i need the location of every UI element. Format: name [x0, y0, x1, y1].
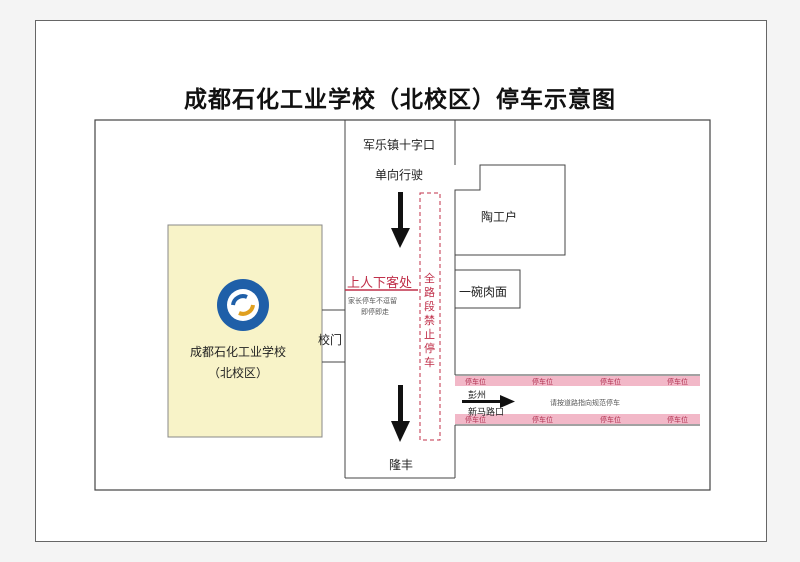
arrow-down-icon — [391, 385, 410, 442]
no-parking-zone — [419, 192, 441, 441]
east-road-label: 彭州 — [468, 391, 487, 401]
school-campus: （北校区） — [208, 366, 269, 380]
dropoff-label: 上人下客处 — [347, 276, 413, 291]
building-label: 陶工户 — [481, 210, 518, 224]
gate-label: 校门 — [318, 333, 343, 347]
school-building — [167, 224, 323, 438]
south-road-label: 隆丰 — [389, 458, 414, 472]
parking-space-label: 停车位 — [532, 378, 553, 386]
parking-space-label: 停车位 — [667, 416, 688, 424]
map-frame — [94, 119, 711, 491]
dropoff-note: 家长停车不逗留 — [348, 297, 397, 305]
parking-space-label: 停车位 — [465, 378, 486, 386]
parking-space-label: 停车位 — [600, 416, 621, 424]
school-logo-icon — [217, 279, 269, 331]
shop-box — [454, 269, 521, 309]
page-title: 成都石化工业学校（北校区）停车示意图 — [184, 87, 616, 113]
arrow-down-icon — [391, 192, 410, 248]
parking-space-label: 停车位 — [532, 416, 553, 424]
arrow-right-icon — [462, 395, 515, 408]
parking-strip-north — [455, 376, 700, 386]
school-name: 成都石化工业学校 — [190, 345, 287, 359]
no-parking-label: 全路段禁止停车 — [424, 272, 435, 369]
parking-strip-south — [455, 414, 700, 424]
map-card — [35, 20, 767, 542]
east-road-label: 新马路口 — [468, 408, 505, 418]
north-road-label: 军乐镇十字口 — [363, 138, 436, 152]
parking-space-label: 停车位 — [667, 378, 688, 386]
shop-label: 一碗肉面 — [459, 285, 508, 299]
dropoff-note: 即停即走 — [361, 308, 389, 316]
one-way-label: 单向行驶 — [375, 168, 424, 182]
parking-space-label: 停车位 — [600, 378, 621, 386]
east-road-note: 请按道路指向规范停车 — [550, 399, 620, 407]
parking-space-label: 停车位 — [465, 416, 486, 424]
